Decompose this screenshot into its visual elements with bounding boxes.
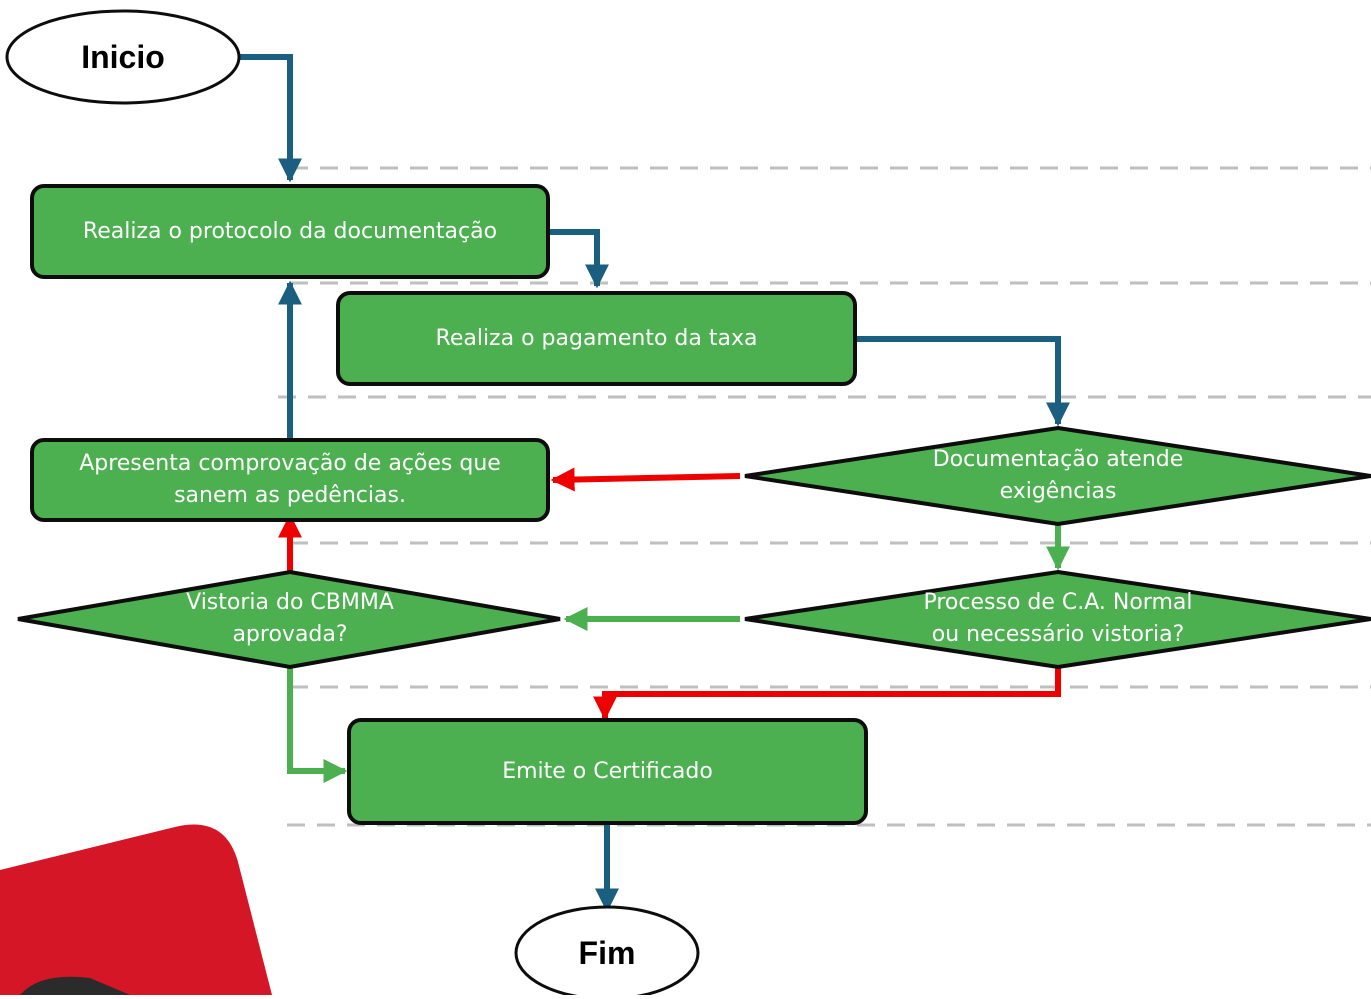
flow-decisao-processo-normal <box>593 668 1061 721</box>
corner-decoration-dark <box>20 976 130 995</box>
process-certificado <box>347 718 868 825</box>
flow-decisao-doc-no <box>550 467 741 492</box>
decision-documentacao <box>744 425 1371 527</box>
start-terminator <box>5 9 241 105</box>
flow-protocolo-to-pagamento <box>548 229 609 289</box>
process-pagamento <box>336 291 857 386</box>
process-comprovacao <box>30 438 550 522</box>
decision-vistoria <box>17 569 561 670</box>
decision-processo <box>744 569 1371 670</box>
flow-pagamento-to-decisao-doc <box>855 336 1070 427</box>
flow-vistoria-yes <box>287 668 348 783</box>
process-protocolo <box>30 184 550 279</box>
corner-decoration-red <box>0 824 272 995</box>
end-terminator <box>514 905 700 995</box>
flow-start-to-protocolo <box>238 54 302 183</box>
